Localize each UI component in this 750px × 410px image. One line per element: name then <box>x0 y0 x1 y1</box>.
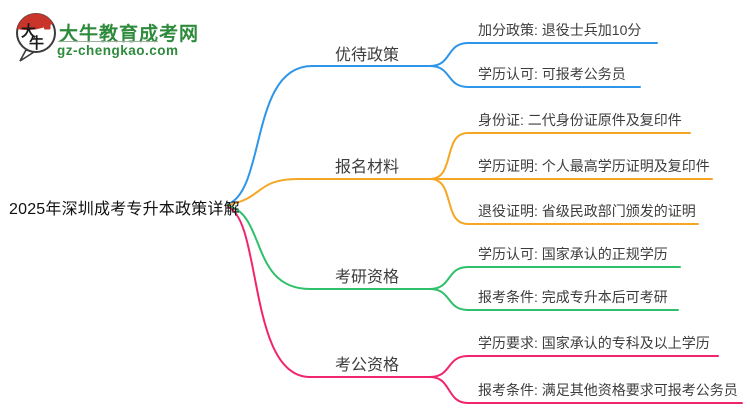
leaf-id-card: 身份证: 二代身份证原件及复印件 <box>478 112 682 128</box>
branch-registration-materials: 报名材料 <box>335 159 400 176</box>
leaf-civil-condition: 报考条件: 满足其他资格要求可报考公务员 <box>478 382 738 398</box>
logo-divider <box>58 41 158 42</box>
logo-site-name: 大牛教育成考网 <box>59 24 200 45</box>
branch-line-preferential <box>227 65 431 205</box>
leaf-veteran-proof: 退役证明: 省级民政部门颁发的证明 <box>478 203 696 219</box>
logo-char-da: 大 <box>21 22 36 40</box>
leaf-line-veteran-proof <box>429 178 699 225</box>
leaf-line-postgrad-condition <box>429 288 679 311</box>
site-logo: 大 牛 大牛教育成考网 gz-chengkao.com <box>14 10 204 62</box>
leaf-postgrad-degree: 学历认可: 国家承认的正规学历 <box>478 246 668 262</box>
branch-line-materials <box>227 178 431 206</box>
leaf-civil-degree-req: 学历要求: 国家承认的专科及以上学历 <box>478 335 710 351</box>
logo-bull-icon: 大 牛 <box>16 13 56 62</box>
branch-preferential-policy: 优待政策 <box>335 47 400 64</box>
branch-civil-service-eligibility: 考公资格 <box>335 357 400 374</box>
leaf-degree-proof: 学历证明: 个人最高学历证明及复印件 <box>478 158 710 174</box>
leaf-line-degree-recognized <box>429 65 641 88</box>
leaf-line-civil-degree-req <box>429 355 719 378</box>
root-topic: 2025年深圳成考专升本政策详解 <box>9 201 240 218</box>
leaf-line-postgrad-degree <box>429 266 681 290</box>
branch-line-postgrad <box>227 205 431 290</box>
leaf-degree-recognized: 学历认可: 可报考公务员 <box>478 66 626 82</box>
branch-postgrad-eligibility: 考研资格 <box>335 269 400 286</box>
leaf-line-bonus-policy <box>429 42 658 67</box>
leaf-line-civil-condition <box>429 376 743 404</box>
leaf-line-id-card <box>429 132 691 180</box>
logo-char-niu: 牛 <box>29 34 44 52</box>
logo-domain-text: gz-chengkao.com <box>57 43 179 58</box>
branch-line-civil-service <box>227 206 431 378</box>
leaf-postgrad-condition: 报考条件: 完成专升本后可考研 <box>478 289 668 305</box>
leaf-bonus-policy: 加分政策: 退役士兵加10分 <box>478 22 642 38</box>
